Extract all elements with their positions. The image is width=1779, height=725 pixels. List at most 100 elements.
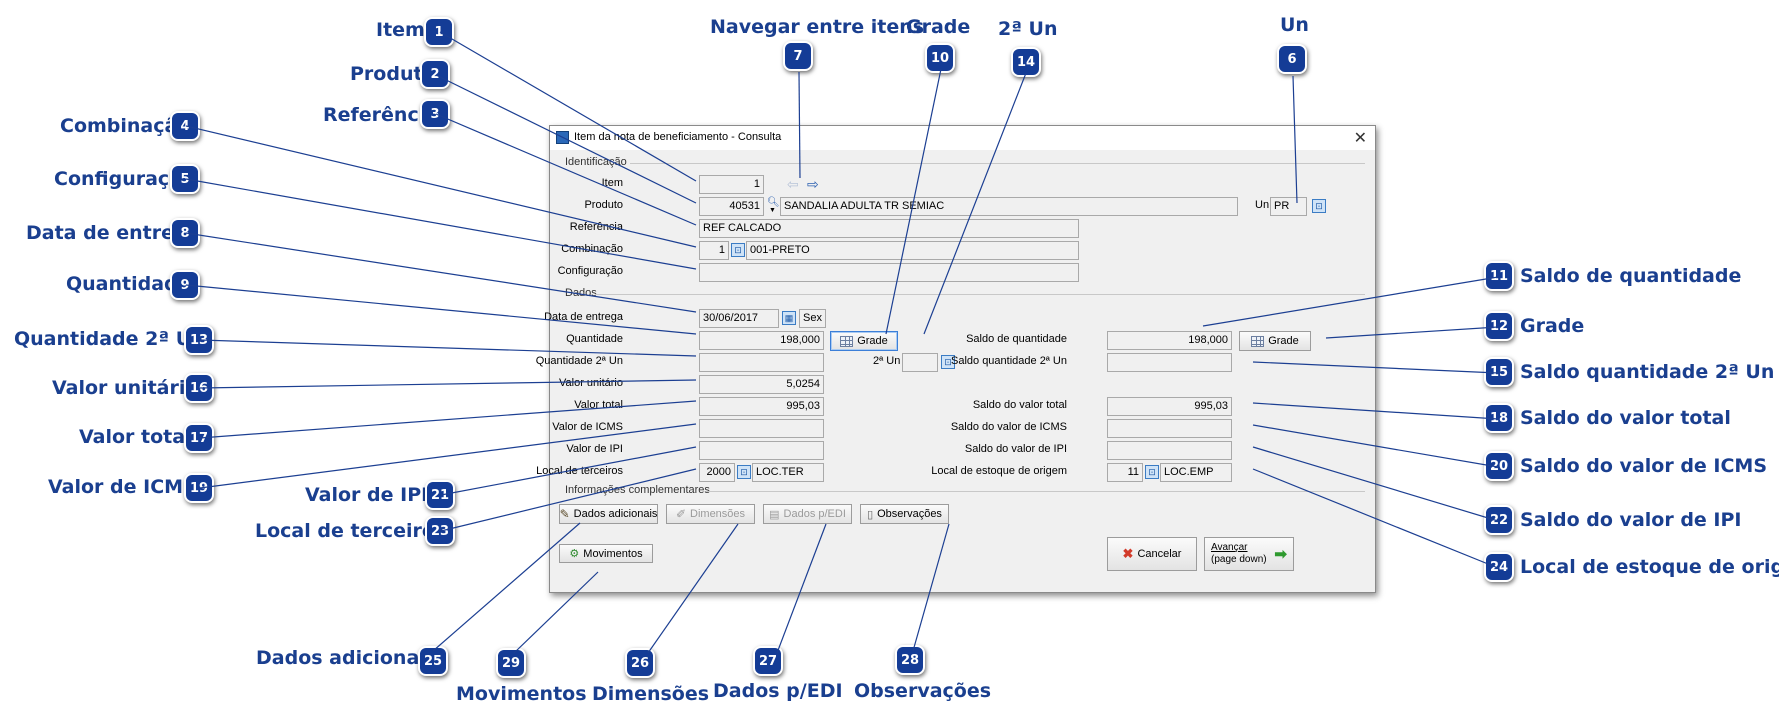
saldo-valor-total-field[interactable]: 995,03 [1107,397,1232,416]
dimensoes-button[interactable]: ✐ Dimensões [666,504,755,524]
local-origem-lookup-icon[interactable]: ⊡ [1145,465,1159,479]
callout-badge-7: 7 [783,41,813,71]
movimentos-label: Movimentos [583,547,643,560]
produto-desc-field[interactable]: SANDALIA ADULTA TR SEMIAC [780,197,1238,216]
cancelar-button[interactable]: ✖ Cancelar [1107,537,1197,571]
item-field[interactable]: 1 [699,175,764,194]
item-label: Item [601,177,623,189]
valor-icms-field[interactable] [699,419,824,438]
un-field[interactable]: PR [1270,197,1307,216]
prev-item-icon[interactable]: ⇦ [787,176,799,192]
combinacao-desc-field[interactable]: 001-PRETO [746,241,1079,260]
callout-label-saldo-valor-total: Saldo do valor total [1520,407,1731,429]
cancelar-label: Cancelar [1137,548,1182,560]
movimentos-button[interactable]: ⚙ Movimentos [559,544,653,563]
group-identificacao: Identificação [565,156,627,168]
local-terceiros-code-field[interactable]: 2000 [699,463,735,482]
callout-badge-29: 29 [496,648,526,678]
search-icon[interactable]: 🔍︎ [767,197,780,208]
saldo-grade-button[interactable]: Grade [1239,331,1311,351]
avancar-button[interactable]: Avançar (page down) ➡ [1204,537,1294,571]
movements-icon: ⚙ [569,548,580,560]
valor-total-field[interactable]: 995,03 [699,397,824,416]
next-item-icon[interactable]: ⇨ [807,176,819,192]
callout-label-combinacao: Combinação [60,115,191,137]
dados-adicionais-label: Dados adicionais [573,508,658,520]
chevron-down-icon[interactable]: ▼ [769,207,776,214]
quantidade-field[interactable]: 198,000 [699,331,824,350]
callout-label-quantidade-2un: Quantidade 2ª Un [14,328,205,350]
dados-adicionais-button[interactable]: ✎ Dados adicionais [559,504,658,524]
callout-label-local-terceiros: Local de terceiros [255,520,447,542]
local-origem-code-field[interactable]: 11 [1107,463,1143,482]
calendar-icon[interactable]: ▦ [782,311,796,325]
saldo-grade-button-label: Grade [1268,335,1299,347]
un-label: Un [1255,199,1270,211]
callout-label-item: Item [376,19,425,41]
callout-badge-16: 16 [184,373,214,403]
combinacao-label: Combinação [561,243,623,255]
data-entrega-field[interactable]: 30/06/2017 [699,309,779,328]
note-icon: ▯ [867,508,874,521]
callout-badge-9: 9 [170,270,200,300]
dados-edi-button[interactable]: ▤ Dados p/EDI [763,504,852,524]
combinacao-code-field[interactable]: 1 [699,241,729,260]
combinacao-lookup-icon[interactable]: ⊡ [731,243,745,257]
callout-label-navegar: Navegar entre itens [710,16,925,38]
callout-label-referencia: Referência [323,104,439,126]
callout-badge-12: 12 [1484,311,1514,341]
produto-code-field[interactable]: 40531 [699,197,764,216]
callout-label-saldo-quantidade: Saldo de quantidade [1520,265,1742,287]
un2-lookup-icon[interactable]: ⊡ [941,355,955,369]
referencia-field[interactable]: REF CALCADO [699,219,1079,238]
callout-badge-4: 4 [170,111,200,141]
observacoes-label: Observações [877,508,942,520]
callout-badge-10: 10 [925,43,955,73]
un2-field[interactable] [902,353,938,372]
dados-edi-label: Dados p/EDI [783,508,846,520]
callout-badge-11: 11 [1484,261,1514,291]
observacoes-button[interactable]: ▯ Observações [860,504,949,524]
callout-label-configuracao: Configuração [54,168,196,190]
callout-badge-24: 24 [1484,552,1514,582]
callout-label-dados-adicionais: Dados adicionais [256,647,438,669]
quantidade-label: Quantidade [566,333,623,345]
local-origem-desc-field[interactable]: LOC.EMP [1160,463,1232,482]
valor-ipi-field[interactable] [699,441,824,460]
callout-label-dimensoes: Dimensões [592,683,710,705]
local-origem-label: Local de estoque de origem [931,465,1067,477]
grade-button[interactable]: Grade [830,331,898,351]
saldo-ipi-field[interactable] [1107,441,1232,460]
callout-label-quantidade: Quantidade [66,273,191,295]
title-bar[interactable]: Item da nota de beneficiamento - Consult… [550,126,1375,150]
divider [595,294,1365,295]
ruler-icon: ✐ [675,507,687,521]
group-dados: Dados [565,287,597,299]
un2-label: 2ª Un [873,355,901,367]
callout-label-valor-icms: Valor de ICMS [48,476,197,498]
callout-label-valor-unitario: Valor unitário [52,377,199,399]
callout-label-observacoes: Observações [854,680,992,702]
edit-document-icon: ✎ [559,507,570,521]
produto-label: Produto [584,199,623,211]
local-terceiros-lookup-icon[interactable]: ⊡ [737,465,751,479]
avancar-sublabel: (page down) [1211,554,1267,565]
saldo-icms-field[interactable] [1107,419,1232,438]
valor-unitario-label: Valor unitário [559,377,623,389]
saldo-qtd2-field[interactable] [1107,353,1232,372]
saldo-qtd-field[interactable]: 198,000 [1107,331,1232,350]
close-icon[interactable]: ✕ [1353,130,1367,147]
grid-icon [840,335,854,347]
callout-badge-1: 1 [424,17,454,47]
callout-badge-17: 17 [184,423,214,453]
un-lookup-icon[interactable]: ⊡ [1312,199,1326,213]
saldo-icms-label: Saldo do valor de ICMS [950,421,1067,433]
callout-badge-21: 21 [425,480,455,510]
qtd2-field[interactable] [699,353,824,372]
local-terceiros-desc-field[interactable]: LOC.TER [752,463,824,482]
valor-unitario-field[interactable]: 5,0254 [699,375,824,394]
window-title: Item da nota de beneficiamento - Consult… [574,131,782,143]
callout-label-grade-10: Grade [906,16,971,38]
configuracao-field[interactable] [699,263,1079,282]
callout-label-saldo-icms: Saldo do valor de ICMS [1520,455,1768,477]
